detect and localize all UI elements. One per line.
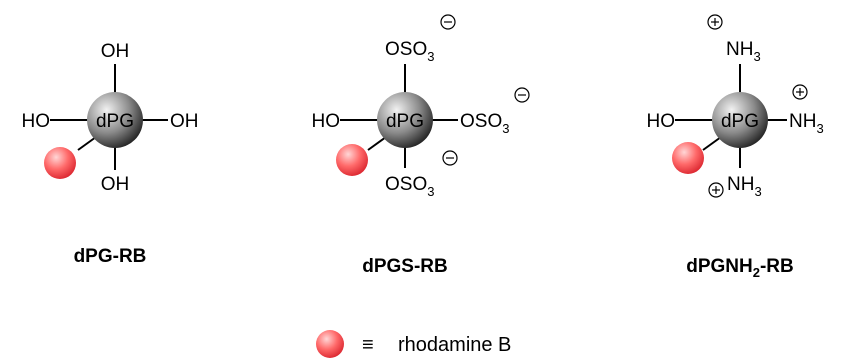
dpg-core-sphere — [87, 92, 143, 148]
charge-minus-bottom — [442, 150, 458, 166]
compound-dpgnh2-rb: dPG NH3 HO NH3 NH3 dPGNH2-RB — [647, 14, 824, 280]
rhodamine-sphere — [44, 147, 76, 179]
core-label: dPG — [96, 111, 134, 132]
compound-name-dpgs-rb: dPGS-RB — [362, 256, 448, 277]
legend-rhodamine-sphere — [316, 330, 344, 358]
group-ho-left: HO — [22, 111, 51, 132]
bond-rhodamine — [702, 136, 722, 151]
charge-plus-right — [792, 84, 808, 100]
charge-plus-bottom — [708, 182, 724, 198]
group-oh-top: OH — [101, 41, 130, 62]
legend-equiv-symbol: ≡ — [362, 334, 374, 356]
bond-rhodamine — [367, 136, 387, 151]
charge-minus-top — [440, 14, 456, 30]
core-label: dPG — [721, 111, 759, 132]
legend: ≡ rhodamine B — [316, 330, 511, 358]
group-oso3-right: OSO3 — [460, 111, 509, 136]
rhodamine-sphere — [672, 142, 704, 174]
compound-dpg-rb: dPG OH HO OH OH dPG-RB — [22, 41, 199, 267]
group-oh-right: OH — [170, 111, 199, 132]
group-ho-left: HO — [647, 111, 676, 132]
dpg-core-sphere — [712, 92, 768, 148]
group-oso3-bottom: OSO3 — [385, 174, 434, 199]
charge-minus-right — [514, 87, 530, 103]
dpg-core-sphere — [377, 92, 433, 148]
charge-plus-top — [707, 14, 723, 30]
group-nh3-top: NH3 — [726, 39, 761, 64]
compound-name-dpgnh2-rb: dPGNH2-RB — [686, 256, 794, 280]
compound-dpgs-rb: dPG OSO3 HO OSO3 OSO3 dPGS-RB — [312, 14, 530, 277]
group-oso3-top: OSO3 — [385, 39, 434, 64]
compound-name-dpg-rb: dPG-RB — [74, 246, 147, 267]
group-nh3-bottom: NH3 — [727, 174, 762, 199]
group-nh3-right: NH3 — [789, 111, 824, 136]
legend-label: rhodamine B — [398, 334, 511, 356]
bond-rhodamine — [77, 136, 97, 151]
rhodamine-sphere — [336, 144, 368, 176]
core-label: dPG — [386, 111, 424, 132]
group-oh-bottom: OH — [101, 174, 130, 195]
group-ho-left: HO — [312, 111, 341, 132]
